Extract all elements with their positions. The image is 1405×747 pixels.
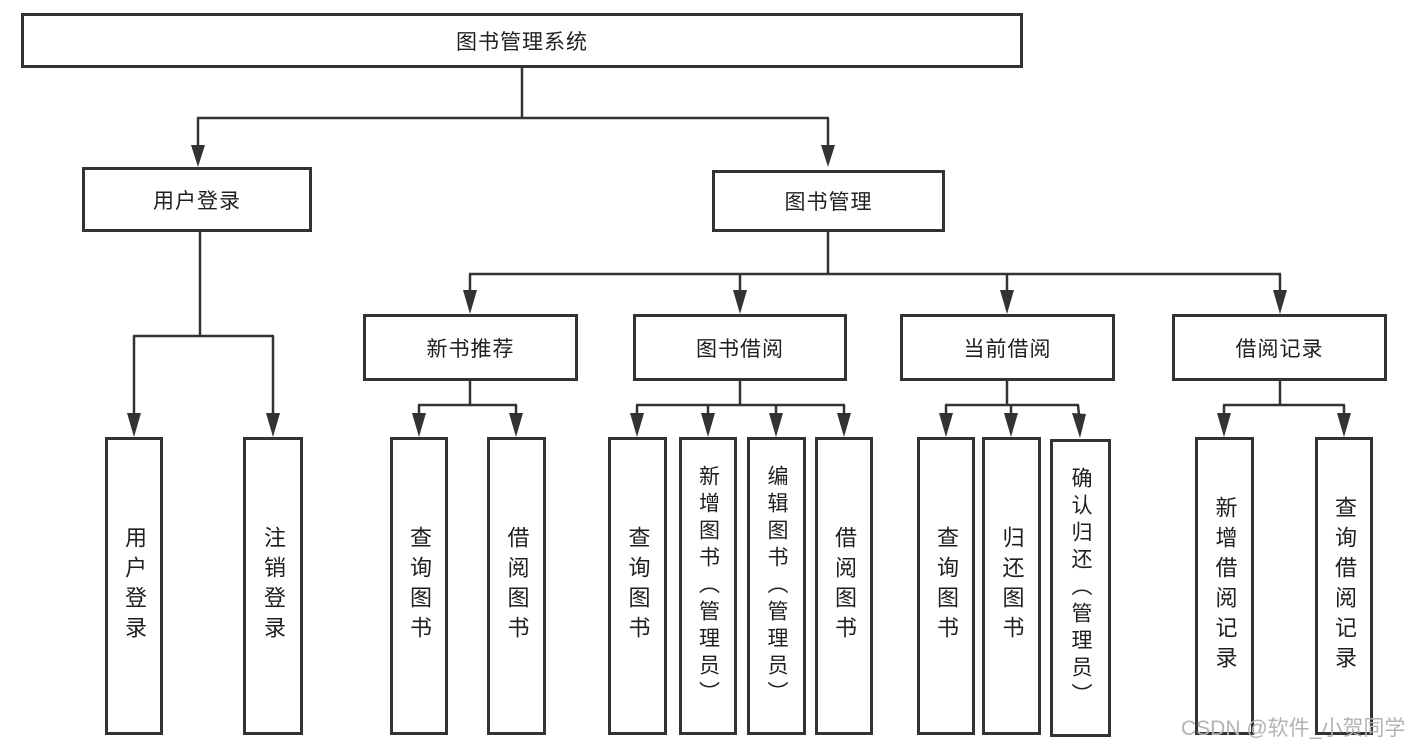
leaf-bb-query-books: 查询图书	[608, 437, 667, 735]
leaf-nb-query-books: 查询图书	[390, 437, 448, 735]
leaf-br-add-record: 新增借阅记录	[1195, 437, 1254, 735]
leaf-br-add-record-label: 新增借阅记录	[1212, 496, 1238, 676]
leaf-cb-return-books: 归还图书	[982, 437, 1041, 735]
node-new-books-label: 新书推荐	[426, 337, 515, 361]
leaf-cb-confirm-return: 确认归还（管理员）	[1050, 439, 1111, 737]
node-root: 图书管理系统	[21, 13, 1023, 68]
node-book-borrow-label: 图书借阅	[696, 337, 784, 361]
node-user-login: 用户登录	[82, 167, 312, 232]
node-current-borrow-label: 当前借阅	[963, 337, 1052, 361]
leaf-bb-add-books-label: 新增图书（管理员）	[696, 464, 720, 708]
leaf-br-query-record: 查询借阅记录	[1315, 437, 1373, 735]
leaf-logout-label: 注销登录	[261, 526, 286, 646]
leaf-user-login: 用户登录	[105, 437, 163, 735]
leaf-nb-borrow-books-label: 借阅图书	[504, 526, 530, 646]
node-current-borrow: 当前借阅	[900, 314, 1115, 381]
leaf-logout: 注销登录	[243, 437, 303, 735]
leaf-cb-query-books-label: 查询图书	[934, 526, 959, 646]
leaf-cb-query-books: 查询图书	[917, 437, 975, 735]
leaf-user-login-label: 用户登录	[122, 526, 147, 646]
leaf-bb-borrow-books: 借阅图书	[815, 437, 873, 735]
node-borrow-records-label: 借阅记录	[1235, 337, 1324, 361]
node-root-label: 图书管理系统	[456, 30, 588, 54]
node-book-borrow: 图书借阅	[633, 314, 847, 381]
leaf-cb-confirm-return-label: 确认归还（管理员）	[1069, 466, 1092, 710]
leaf-bb-query-books-label: 查询图书	[625, 526, 651, 646]
node-borrow-records: 借阅记录	[1172, 314, 1387, 381]
leaf-nb-borrow-books: 借阅图书	[487, 437, 546, 735]
leaf-nb-query-books-label: 查询图书	[407, 526, 432, 646]
node-new-books: 新书推荐	[363, 314, 578, 381]
leaf-cb-return-books-label: 归还图书	[999, 526, 1025, 646]
node-book-mgmt: 图书管理	[712, 170, 945, 232]
csdn-watermark: CSDN @软件_小贺同学	[1181, 717, 1405, 740]
leaf-bb-edit-books-label: 编辑图书（管理员）	[765, 464, 788, 708]
node-user-login-label: 用户登录	[153, 189, 241, 213]
leaf-bb-edit-books: 编辑图书（管理员）	[747, 437, 806, 735]
leaf-bb-add-books: 新增图书（管理员）	[679, 437, 737, 735]
leaf-br-query-record-label: 查询借阅记录	[1332, 496, 1357, 676]
node-book-mgmt-label: 图书管理	[784, 191, 873, 214]
leaf-bb-borrow-books-label: 借阅图书	[832, 526, 857, 646]
